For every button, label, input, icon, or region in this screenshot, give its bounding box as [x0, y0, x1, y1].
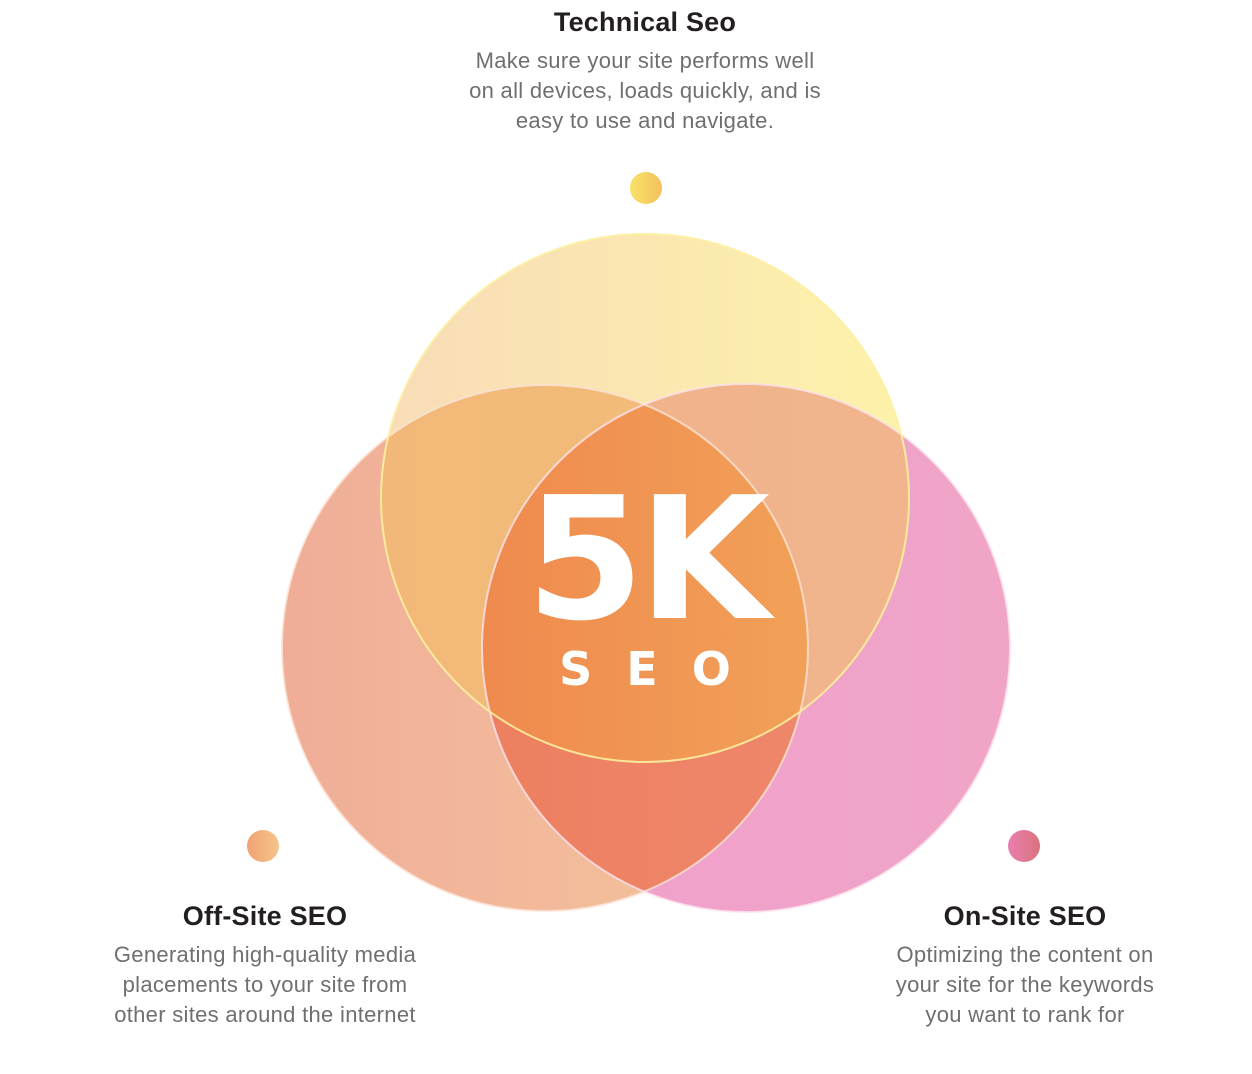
on-site-seo-description: Optimizing the content on your site for …: [840, 940, 1210, 1030]
description-line: other sites around the internet: [114, 1002, 416, 1027]
description-line: your site for the keywords: [895, 972, 1155, 997]
off-site-seo-block: Off-Site SEO Generating high-quality med…: [60, 900, 470, 1030]
on-site-seo-block: On-Site SEO Optimizing the content on yo…: [840, 900, 1210, 1030]
on-site-seo-dot-icon: [1008, 830, 1040, 862]
description-line: Generating high-quality media: [113, 942, 417, 967]
overlap-all: [482, 385, 808, 762]
center-logo-secondary: SEO: [559, 642, 765, 696]
center-logo: 5K SEO: [480, 461, 810, 696]
description-line: Optimizing the content on: [896, 942, 1154, 967]
description-line: on all devices, loads quickly, and is: [469, 78, 821, 103]
off-site-seo-title: Off-Site SEO: [182, 901, 348, 931]
off-site-seo-dot-icon: [247, 830, 279, 862]
description-line: placements to your site from: [122, 972, 408, 997]
description-line: you want to rank for: [925, 1002, 1125, 1027]
on-site-seo-title: On-Site SEO: [943, 901, 1107, 931]
description-line: Make sure your site performs well: [475, 48, 815, 73]
technical-seo-description: Make sure your site performs well on all…: [430, 46, 860, 136]
technical-seo-dot-icon: [630, 172, 662, 204]
center-logo-primary: 5K: [525, 461, 770, 659]
technical-seo-title: Technical Seo: [553, 7, 737, 37]
technical-seo-block: Technical Seo Make sure your site perfor…: [430, 6, 860, 136]
description-line: easy to use and navigate.: [515, 108, 775, 133]
off-site-seo-description: Generating high-quality media placements…: [60, 940, 470, 1030]
